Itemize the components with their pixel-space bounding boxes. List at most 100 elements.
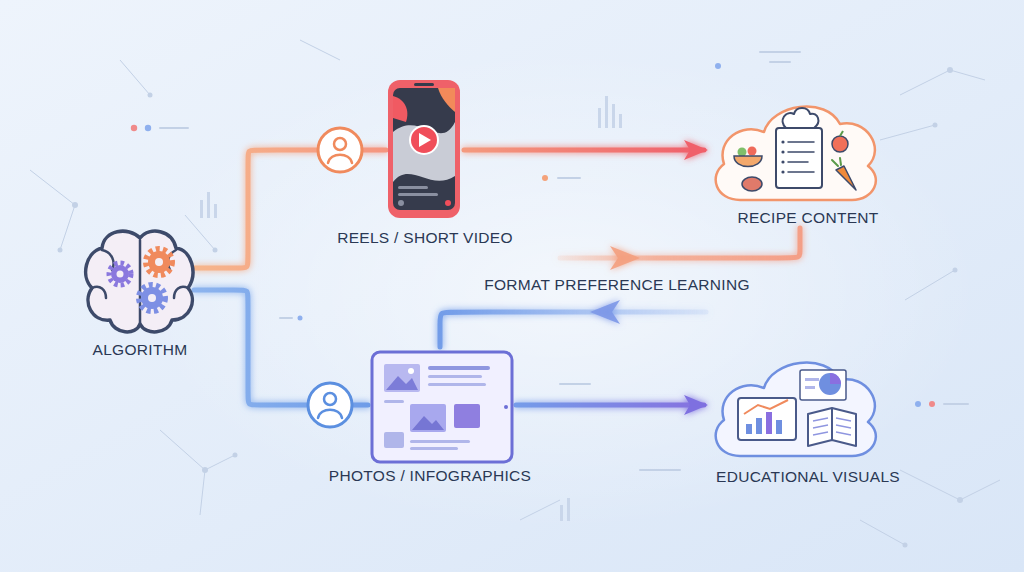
network-dot <box>953 268 958 273</box>
phone-icon <box>410 126 438 154</box>
education-icon <box>756 418 762 434</box>
cloud-icon <box>716 363 876 456</box>
phone-icon <box>393 88 455 210</box>
accent-dot <box>145 125 151 131</box>
recipe-icon <box>788 151 814 153</box>
background-glow <box>140 50 980 530</box>
flow-connector <box>516 405 704 406</box>
icon-node: EDUCATIONAL VISUALS <box>708 350 886 485</box>
tablet-icon <box>386 376 418 390</box>
flow-connector <box>194 290 368 405</box>
bar-decoration <box>214 204 217 218</box>
network-decoration <box>905 270 955 300</box>
flow-connector <box>440 300 706 347</box>
network-dot <box>148 93 153 98</box>
gear-icon <box>141 287 163 309</box>
flow-connector <box>464 150 704 151</box>
phone-icon <box>398 186 428 189</box>
recipe-icon <box>734 156 762 167</box>
arrow-head <box>610 246 640 270</box>
node-label: PHOTOS / INFOGRAPHICS <box>280 466 580 486</box>
gear-icon <box>109 263 131 285</box>
bar-decoration <box>605 96 608 128</box>
recipe-icon <box>783 108 819 128</box>
bar-decoration <box>598 108 601 128</box>
bar-decoration <box>619 114 622 128</box>
cloud-icon <box>716 363 876 456</box>
icon-node: PHOTOS / INFOGRAPHICS <box>368 347 516 485</box>
accent-dot <box>298 316 303 321</box>
education-icon <box>744 400 788 414</box>
dash-decoration <box>160 127 188 129</box>
gear-icon <box>139 285 165 311</box>
network-decoration <box>185 215 215 250</box>
gear-icon <box>155 258 163 266</box>
education-icon <box>813 418 828 421</box>
network-dot <box>202 467 208 473</box>
cloud-icon <box>716 107 876 200</box>
education-icon <box>813 425 828 428</box>
gear-icon <box>148 294 156 302</box>
connector-line <box>560 228 800 258</box>
dash-decoration <box>640 469 680 471</box>
icon-node: ALGORITHM <box>84 228 194 360</box>
education-icon <box>738 370 856 446</box>
education-icon <box>819 373 841 395</box>
accent-dot <box>131 63 935 407</box>
node-label: EDUCATIONAL VISUALS <box>658 467 958 487</box>
education-icon <box>836 425 851 428</box>
tablet-icon <box>384 432 404 448</box>
node-label: REELS / SHORT VIDEO <box>275 228 575 248</box>
connector-line <box>516 403 704 408</box>
person-icon <box>334 138 346 150</box>
network-decoration <box>860 520 905 545</box>
network-decoration <box>160 430 235 470</box>
recipe-icon <box>781 160 784 163</box>
tablet-icon <box>454 404 480 428</box>
gear-icon <box>117 271 124 278</box>
phone-icon <box>393 122 455 182</box>
network-dot <box>957 497 963 503</box>
tablet-icon <box>372 352 512 462</box>
connector-line <box>464 148 704 153</box>
recipe-icon <box>836 166 856 190</box>
network-decoration <box>300 40 340 60</box>
tablet-icon <box>372 352 512 462</box>
network-dot <box>213 248 218 253</box>
dash-decoration <box>558 177 580 179</box>
person-icon <box>318 410 342 418</box>
gear-icon <box>139 285 165 311</box>
education-icon <box>836 432 851 435</box>
network-decoration <box>900 70 985 95</box>
accent-dot <box>542 175 548 181</box>
network-dot <box>933 123 938 128</box>
gear-icon <box>146 249 172 275</box>
flow-connector <box>194 150 386 268</box>
person-icon <box>318 128 362 172</box>
bar-decoration <box>560 505 563 521</box>
phone-icon <box>388 80 460 218</box>
recipe-icon <box>788 142 814 172</box>
network-decoration <box>200 470 205 515</box>
education-icon <box>746 424 752 434</box>
education-icon <box>805 386 815 389</box>
dash-decoration <box>560 383 590 385</box>
education-icon <box>776 420 782 434</box>
brain-icon <box>92 240 188 324</box>
tablet-icon <box>408 368 414 374</box>
bar-decoration <box>207 192 210 218</box>
connector-line <box>194 150 386 268</box>
node-label: RECIPE CONTENT <box>658 208 958 228</box>
person-icon <box>324 393 336 405</box>
recipe-icon <box>788 171 814 173</box>
brain-icon <box>168 250 176 270</box>
connector-group <box>194 150 800 405</box>
education-icon <box>808 408 856 446</box>
person-icon <box>328 155 352 163</box>
dash-decoration <box>280 317 292 319</box>
network-decoration <box>120 60 150 95</box>
phone-icon <box>445 200 451 206</box>
recipe-icon <box>776 128 822 188</box>
phone-icon <box>419 133 431 147</box>
tablet-icon <box>410 447 458 450</box>
